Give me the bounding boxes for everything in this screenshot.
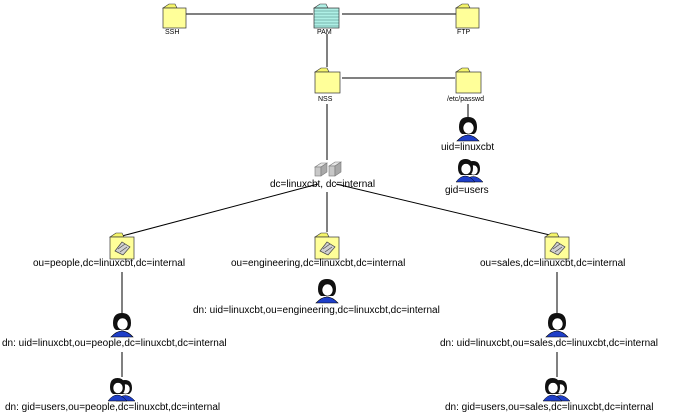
passwd-group-label: gid=users [445,185,489,196]
folder-icon[interactable] [455,67,482,94]
pam-label: PAM [317,29,332,36]
group-icon[interactable] [455,159,484,183]
people-group-dn: dn: gid=users,ou=people,dc=linuxcbt,dc=i… [5,402,221,413]
edge-ldap-sales [335,183,555,237]
user-icon[interactable] [456,117,480,142]
striped-folder-icon[interactable] [313,3,340,29]
group-icon[interactable] [107,378,136,402]
ou-people-label: ou=people,dc=linuxcbt,dc=internal [33,258,186,269]
passwd-user-label: uid=linuxcbt [441,142,495,153]
folder-icon[interactable] [162,3,187,29]
ou-folder-icon[interactable] [109,232,135,260]
folder-icon[interactable] [455,3,480,29]
passwd-label: /etc/passwd [447,96,484,103]
user-icon[interactable] [315,279,339,304]
user-icon[interactable] [545,313,569,338]
ou-folder-icon[interactable] [314,232,340,260]
engineering-user-dn: dn: uid=linuxcbt,ou=engineering,dc=linux… [193,305,440,316]
ou-engineering-label: ou=engineering,dc=linuxcbt,dc=internal [231,258,406,269]
user-icon[interactable] [110,313,134,338]
sales-group-dn: dn: gid=users,ou=sales,dc=linuxcbt,dc=in… [445,402,654,413]
group-icon[interactable] [542,378,571,402]
ssh-label: SSH [165,29,180,36]
people-user-dn: dn: uid=linuxcbt,ou=people,dc=linuxcbt,d… [2,338,227,349]
sales-user-dn: dn: uid=linuxcbt,ou=sales,dc=linuxcbt,dc… [440,338,658,349]
connector-lines [121,13,558,377]
nss-label: NSS [318,96,333,103]
folder-icon[interactable] [314,67,341,94]
ldap-server-icon[interactable] [314,161,342,177]
ftp-label: FTP [457,29,471,36]
ldap-root-label: dc=linuxcbt, dc=internal [270,179,376,190]
edge-ldap-people [121,183,319,237]
ou-folder-icon[interactable] [544,232,570,260]
ou-sales-label: ou=sales,dc=linuxcbt,dc=internal [480,258,626,269]
